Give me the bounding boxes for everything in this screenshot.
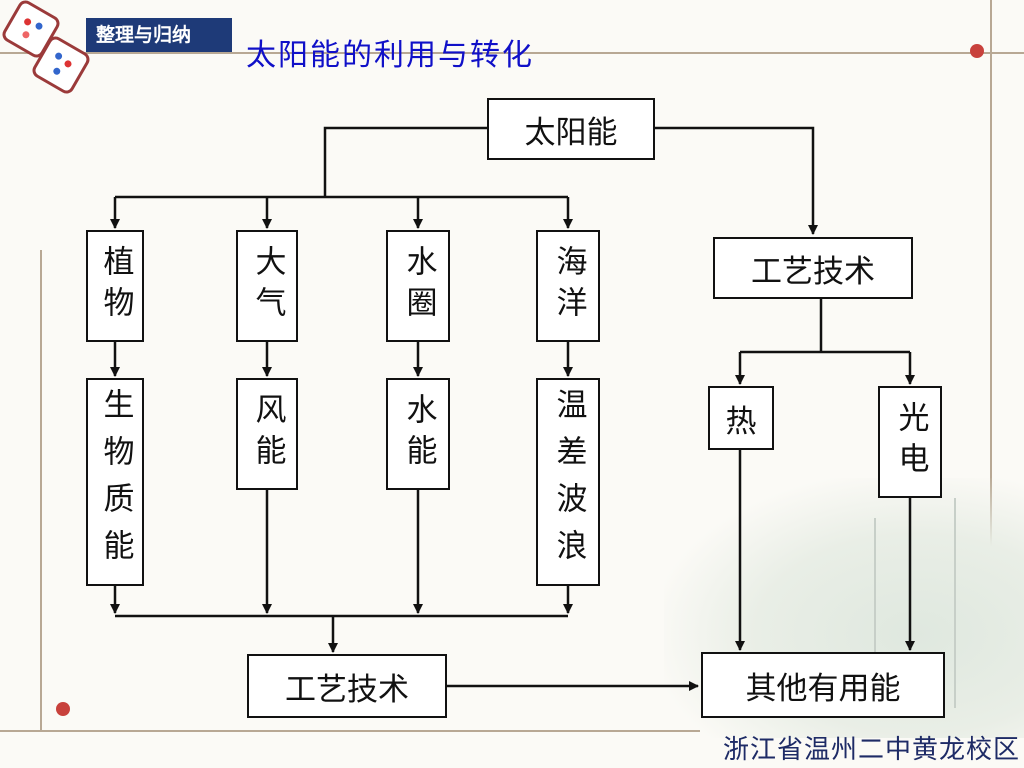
page-title: 太阳能的利用与转化 xyxy=(246,38,534,73)
decor-dot-left xyxy=(56,702,70,716)
frame-line-left xyxy=(40,250,42,730)
node-hydrosphere: 水圈 xyxy=(386,230,450,342)
node-ocean-label: 海洋 xyxy=(550,245,587,327)
decor-dot-right xyxy=(970,44,984,58)
node-plants: 植物 xyxy=(86,230,144,342)
node-tech-bottom: 工艺技术 xyxy=(247,654,447,718)
node-ocean-thermal: 温差波浪 xyxy=(536,378,600,586)
node-tech-top: 工艺技术 xyxy=(713,237,913,299)
node-atmosphere: 大气 xyxy=(236,230,298,342)
node-wind: 风能 xyxy=(236,378,298,490)
tree-trunk xyxy=(874,518,876,708)
node-atmosphere-label: 大气 xyxy=(249,245,286,327)
section-tag: 整理与归纳 xyxy=(86,18,232,52)
frame-line-top xyxy=(0,52,1024,54)
node-ocean: 海洋 xyxy=(536,230,600,342)
node-hydro-label: 水能 xyxy=(400,393,437,475)
node-useful-energy: 其他有用能 xyxy=(701,652,945,718)
frame-line-bottom xyxy=(0,730,700,732)
node-biomass-label: 生物质能 xyxy=(97,388,134,576)
node-plants-label: 植物 xyxy=(97,245,134,327)
connector-solar-left xyxy=(323,126,487,197)
footer-school-name: 浙江省温州二中黄龙校区 xyxy=(722,735,1020,765)
node-photovoltaic-label: 光电 xyxy=(892,401,929,483)
node-ocean-thermal-label: 温差波浪 xyxy=(550,388,587,576)
node-wind-label: 风能 xyxy=(249,393,286,475)
node-hydro: 水能 xyxy=(386,378,450,490)
node-biomass: 生物质能 xyxy=(86,378,144,586)
arrow-solar-to-tech xyxy=(655,126,818,235)
node-hydrosphere-label: 水圈 xyxy=(400,245,437,327)
frame-line-right xyxy=(990,0,992,560)
node-solar: 太阳能 xyxy=(487,98,655,160)
tree-trunk xyxy=(954,498,956,708)
node-photovoltaic: 光电 xyxy=(878,386,942,498)
node-heat: 热 xyxy=(708,386,774,450)
